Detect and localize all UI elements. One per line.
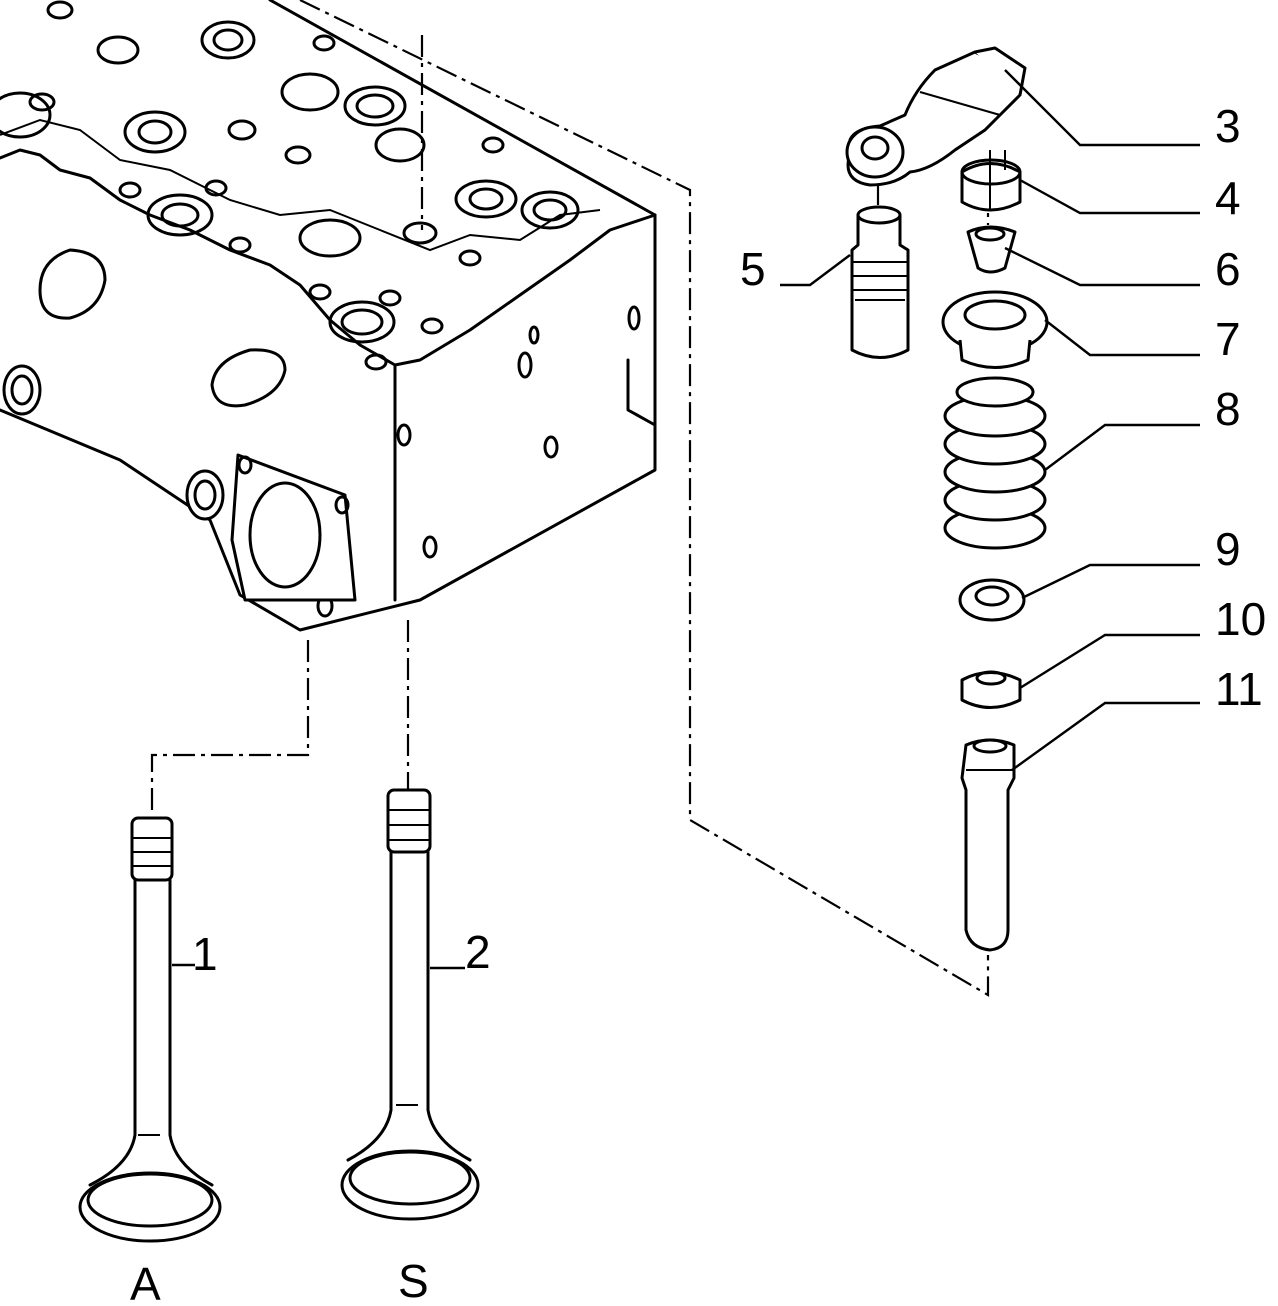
callout-10: 10: [1215, 593, 1266, 645]
callout-5: 5: [740, 243, 766, 295]
exhaust-valve-letter: S: [398, 1255, 429, 1306]
callout-7: 7: [1215, 313, 1241, 365]
valve-guide: [960, 738, 1016, 952]
callout-6: 6: [1215, 243, 1241, 295]
intake-valve: [78, 816, 222, 1243]
cylinder-head: [0, 0, 657, 632]
exhaust-valve: [340, 788, 480, 1221]
valve-stem-seal: [960, 670, 1022, 709]
callout-8: 8: [1215, 383, 1241, 435]
intake-valve-letter: A: [130, 1258, 161, 1306]
valve-keepers: [960, 150, 1022, 212]
callout-labels: 1 2 3 4 5 6 7 8 9 10 11 A S: [130, 100, 1266, 1306]
spring-retainer: [941, 290, 1049, 369]
callout-4: 4: [1215, 172, 1241, 224]
rocker-arm: [845, 46, 1027, 187]
callout-9: 9: [1215, 523, 1241, 575]
callout-3: 3: [1215, 100, 1241, 152]
spring-seat-washer: [958, 578, 1026, 622]
callout-11: 11: [1215, 663, 1263, 715]
callout-leaders: [780, 69, 1200, 771]
valve-spring: [943, 376, 1047, 550]
callout-1: 1: [192, 928, 218, 980]
valve-cotter: [966, 225, 1017, 274]
callout-2: 2: [465, 926, 491, 978]
hydraulic-tappet: [850, 205, 910, 359]
